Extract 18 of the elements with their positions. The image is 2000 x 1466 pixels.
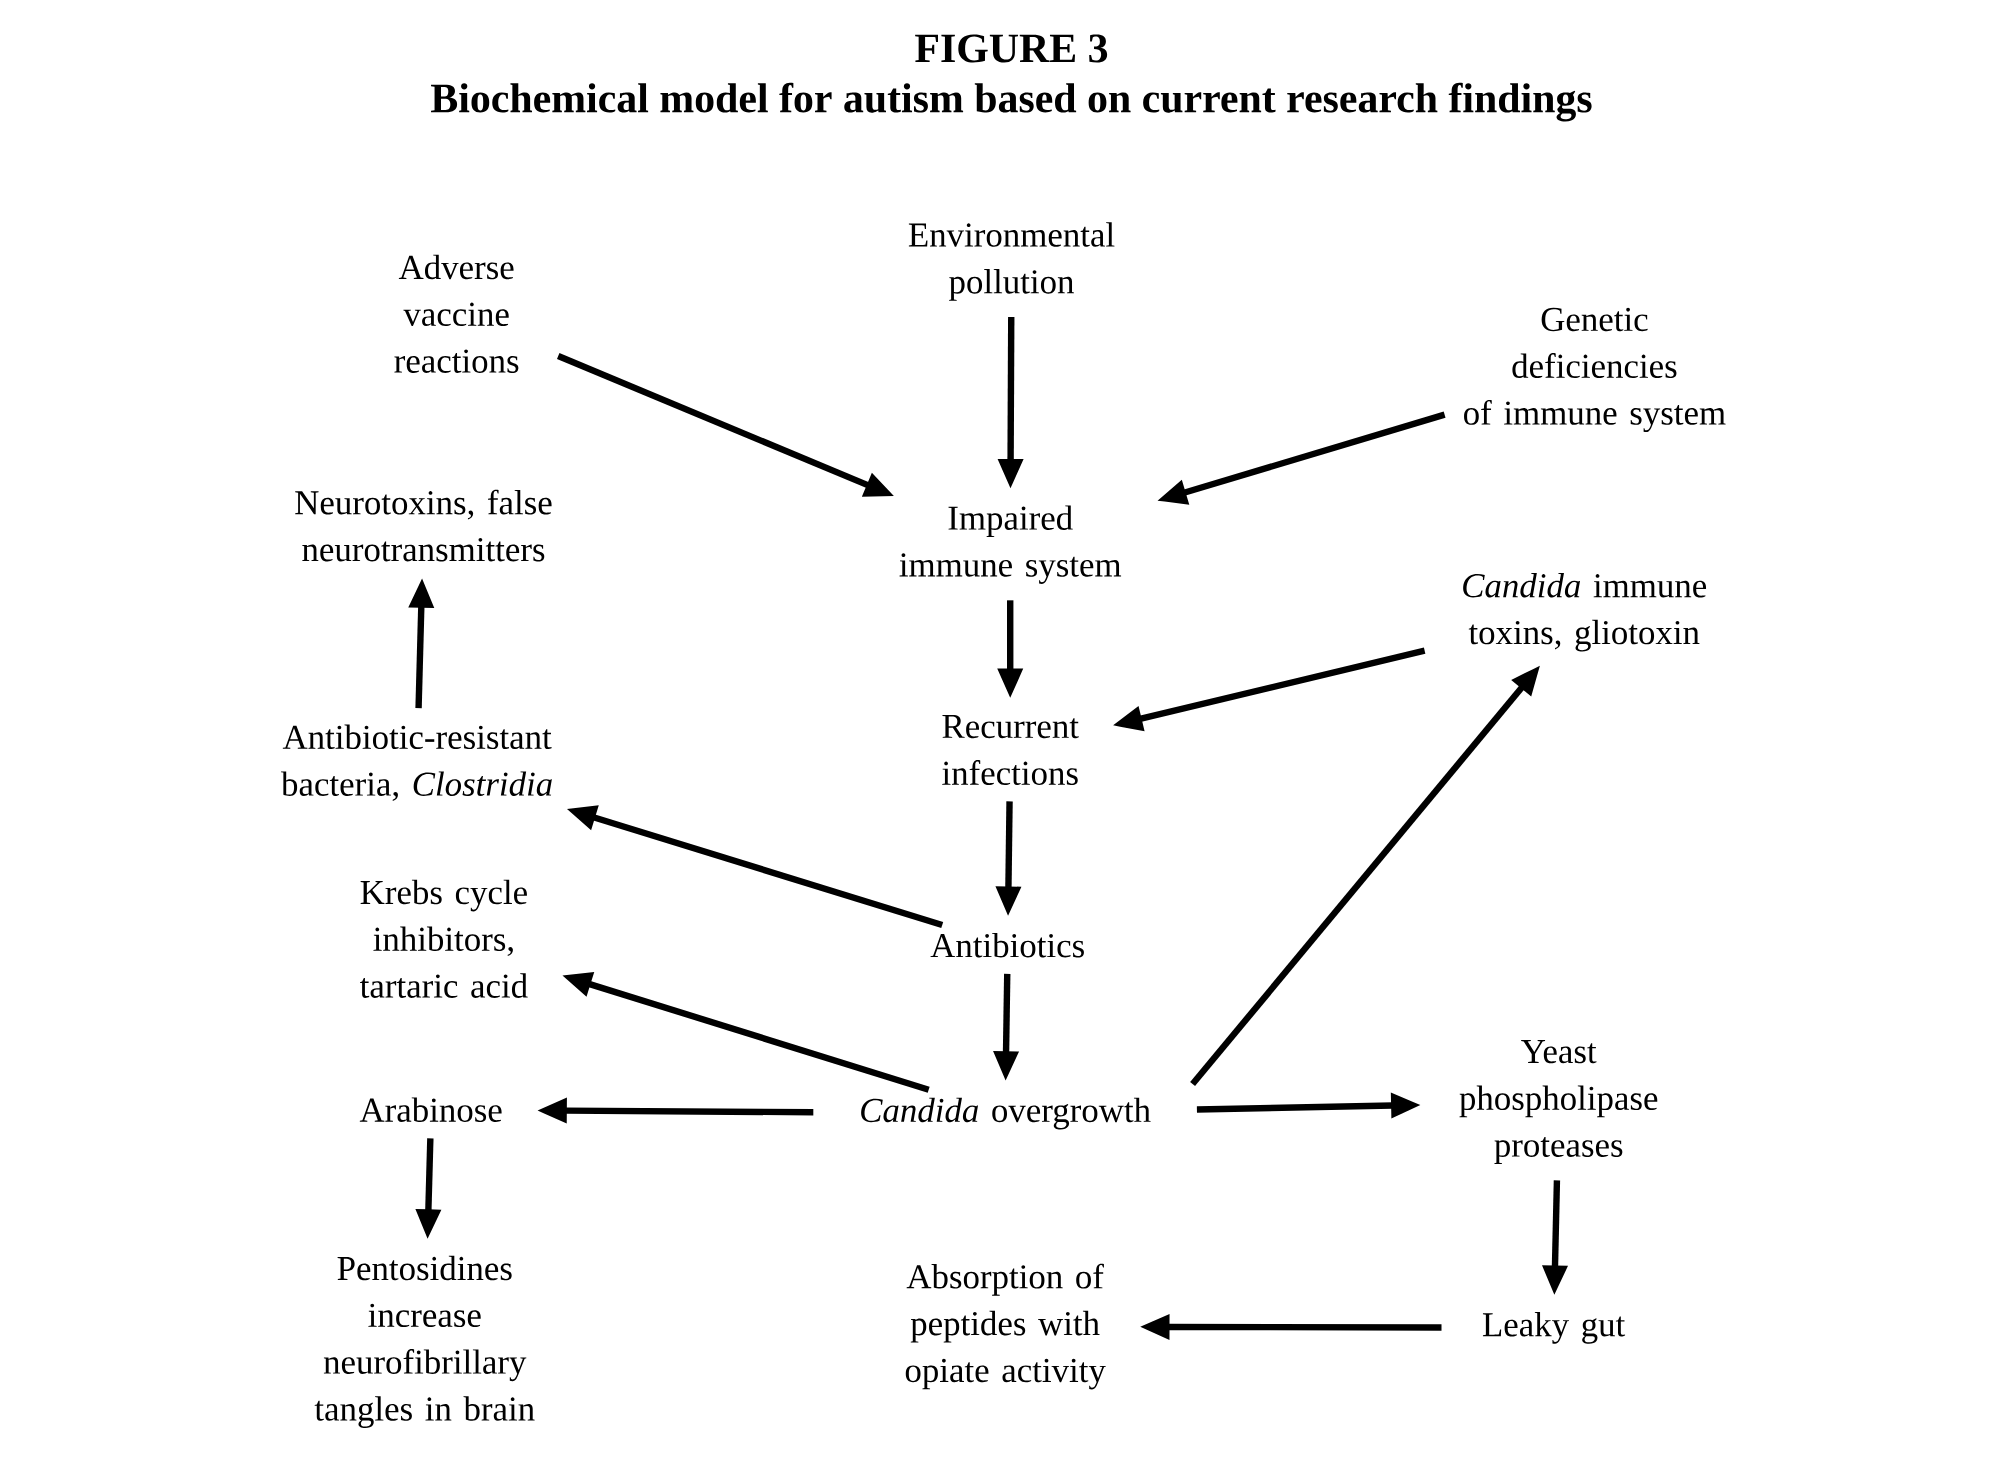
node-text: Antibiotic-resistant bacteria, Clostridia	[281, 724, 552, 802]
node-text: Recurrent infections	[942, 715, 1079, 786]
node-text: Impaired immune system	[899, 505, 1122, 585]
node-text: Leaky gut	[1482, 1312, 1626, 1344]
node-text: Krebs cycle inhibitors, tartaric acid	[360, 879, 528, 999]
node-text: Environmental pollution	[908, 222, 1115, 301]
node-text: Pentosidines increase neurofibrillary tangles in brain	[314, 1256, 535, 1429]
node-text: Arabinose	[359, 1097, 502, 1123]
figure-caption: Biochemical model for autism based on current research findings	[431, 82, 1592, 122]
node-text: Neurotoxins, false neurotransmitters	[295, 489, 552, 562]
figure-title: FIGURE 3	[915, 34, 1108, 63]
node-text: Antibiotics	[930, 933, 1084, 958]
node-text: Genetic deficiencies of immune system	[1464, 308, 1726, 433]
node-text: Absorption of peptides with opiate activity	[905, 1263, 1106, 1390]
node-text: Candida overgrowth	[861, 1097, 1151, 1130]
node-text: Yeast phospholipase proteases	[1459, 1040, 1658, 1165]
node-text: Adverse vaccine reactions	[394, 254, 519, 374]
node-text: Candida immune toxins, gliotoxin	[1463, 573, 1707, 652]
